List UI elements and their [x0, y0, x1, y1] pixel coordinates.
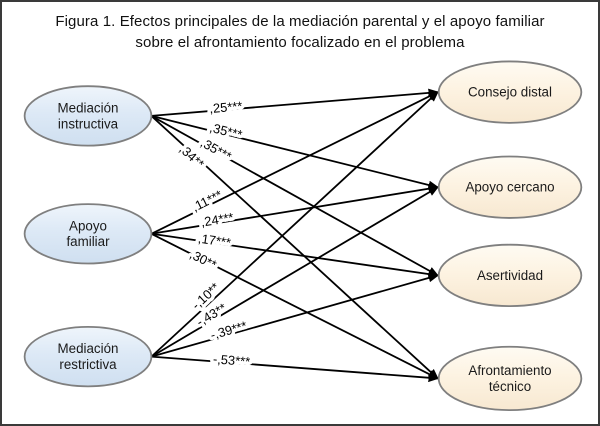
node-ellipse-mediacion_instructiva [23, 85, 153, 147]
node-label-line: familiar [66, 234, 110, 249]
node-consejo_distal: Consejo distal [437, 60, 583, 124]
node-label-line: Consejo distal [468, 85, 552, 100]
node-ellipse-apoyo_cercano [437, 155, 583, 219]
node-label-line: restrictiva [59, 357, 117, 372]
edge-line-apoyo_familiar-afrontamiento_tecnico [151, 233, 440, 380]
node-label-line: Mediación [58, 341, 119, 356]
node-label-line: Afrontamiento [468, 363, 551, 378]
node-label-apoyo_cercano: Apoyo cercano [465, 180, 554, 195]
node-ellipse-afrontamiento_tecnico [437, 345, 583, 412]
node-label-line: técnico [489, 379, 531, 394]
figure-title-line1: Figura 1. Efectos principales de la medi… [55, 13, 545, 30]
node-ellipse-apoyo_familiar [23, 203, 153, 265]
edge-line-mediacion_restrictiva-consejo_distal [150, 91, 439, 358]
edge-line-mediacion_restrictiva-afrontamiento_tecnico [151, 355, 440, 383]
node-label-consejo_distal: Consejo distal [468, 85, 552, 100]
edge-line-mediacion_instructiva-consejo_distal [151, 88, 440, 117]
node-label-line: instructiva [58, 116, 119, 131]
node-ellipse-mediacion_restrictiva [23, 326, 153, 388]
edge-coefficient-mediacion_restrictiva-asertividad: -,39*** [209, 318, 249, 343]
node-apoyo_cercano: Apoyo cercano [437, 155, 583, 219]
edge-line-mediacion_instructiva-afrontamiento_tecnico [150, 115, 439, 380]
edge-line-apoyo_familiar-consejo_distal [151, 91, 440, 235]
edge-coefficient-apoyo_familiar-afrontamiento_tecnico: ,30** [187, 246, 219, 272]
node-label-line: Mediación [58, 100, 119, 115]
node-label-line: Apoyo [69, 218, 107, 233]
edge-line-mediacion_restrictiva-asertividad [151, 273, 440, 358]
edge-line-mediacion_restrictiva-apoyo_cercano [150, 186, 440, 358]
edge-coefficient-mediacion_restrictiva-afrontamiento_tecnico: -,53*** [213, 351, 251, 369]
edge-coefficient-apoyo_familiar-apoyo_cercano: ,24*** [200, 210, 235, 230]
edge-line-apoyo_familiar-asertividad [151, 232, 440, 279]
edge-line-mediacion_instructiva-apoyo_cercano [151, 115, 440, 190]
node-ellipse-asertividad [437, 243, 583, 308]
node-label-line: Asertividad [477, 268, 543, 283]
edge-coefficient-mediacion_instructiva-consejo_distal: ,25*** [209, 98, 243, 116]
edge-coefficient-apoyo_familiar-asertividad: ,17*** [197, 231, 232, 251]
node-asertividad: Asertividad [437, 243, 583, 308]
figure-title: Figura 1. Efectos principales de la medi… [2, 11, 598, 53]
node-label-line: Apoyo cercano [465, 180, 554, 195]
node-ellipse-consejo_distal [437, 60, 583, 124]
node-label-asertividad: Asertividad [477, 268, 543, 283]
edge-coefficient-apoyo_familiar-consejo_distal: ,11*** [189, 187, 224, 215]
edge-line-apoyo_familiar-apoyo_cercano [151, 184, 440, 235]
figure-title-line2: sobre el afrontamiento focalizado en el … [135, 34, 465, 51]
edge-line-mediacion_instructiva-asertividad [150, 115, 440, 277]
